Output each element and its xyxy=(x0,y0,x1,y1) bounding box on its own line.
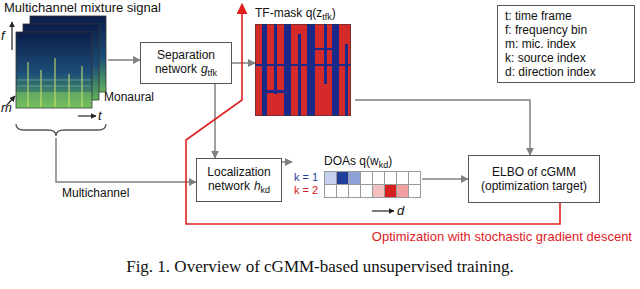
annotation: d xyxy=(397,203,404,218)
text-line: d: direction index xyxy=(505,65,627,79)
figure-caption: Fig. 1. Overview of cGMM-based unsupervi… xyxy=(0,257,640,277)
text-line: DOAs q(wkd) xyxy=(292,154,422,170)
text-line: f: frequency bin xyxy=(505,23,627,37)
process-box: Localization networkhkd xyxy=(196,158,282,202)
node-text: h xyxy=(254,179,261,193)
text-line: Separation networkgtfk xyxy=(146,48,226,78)
node-text: g xyxy=(201,62,208,76)
node-text: (optimization target) xyxy=(481,179,587,193)
flow-arrow xyxy=(282,161,292,163)
axis-arrow xyxy=(78,115,96,116)
annotation: Multichannel mixture signal xyxy=(4,0,161,15)
node-text: TF-mask q(z xyxy=(255,6,322,20)
spectrogram-streaks xyxy=(17,58,92,108)
axis-arrow xyxy=(11,22,12,50)
optimization-label: Optimization with stochastic gradient de… xyxy=(372,229,632,244)
objective-box: ELBO of cGMM(optimization target) xyxy=(468,155,600,203)
spectrogram-stack xyxy=(16,16,106,108)
annotation: f xyxy=(1,28,5,43)
monaural-wire xyxy=(108,59,140,61)
annotation: Monaural xyxy=(104,90,154,104)
node-text: ) xyxy=(388,154,392,168)
annotation: k = 1 xyxy=(294,171,318,184)
node-text: k: source index xyxy=(505,51,586,65)
subscript: kd xyxy=(261,185,271,195)
multichannel-wire xyxy=(56,138,196,182)
text-line: TF-mask q(ztfk) xyxy=(255,6,355,22)
process-box: Separation networkgtfk xyxy=(140,42,232,84)
node-text: DOAs q(w xyxy=(324,154,379,168)
annotation: k = 2 xyxy=(294,184,318,197)
flow-arrow xyxy=(355,100,530,155)
node-text: ELBO of cGMM xyxy=(492,165,576,179)
text-line: (optimization target) xyxy=(474,179,594,193)
annotation: m xyxy=(1,100,12,115)
text-line: k: source index xyxy=(505,51,627,65)
text-line: ELBO of cGMM xyxy=(474,165,594,179)
subscript: tfk xyxy=(322,12,332,22)
flow-arrow xyxy=(214,84,216,158)
mask-figure: TF-mask q(ztfk) xyxy=(255,6,355,116)
flow-arrow xyxy=(422,178,468,180)
subscript: kd xyxy=(379,160,389,170)
text-line: t: time frame xyxy=(505,9,627,23)
annotation: Multichannel xyxy=(62,186,129,200)
node-text: t: time frame xyxy=(505,9,572,23)
node-text: d: direction index xyxy=(505,65,596,79)
axis-arrow xyxy=(372,210,394,211)
text-line: m: mic. index xyxy=(505,37,627,51)
node-text: f: frequency bin xyxy=(505,23,587,37)
subscript: tfk xyxy=(208,68,218,78)
flow-arrow xyxy=(232,62,255,64)
node-text: ) xyxy=(332,6,336,20)
annotation: t xyxy=(98,108,102,123)
node-text: m: mic. index xyxy=(505,37,576,51)
brace xyxy=(16,124,106,136)
notation-box: t: time framef: frequency binm: mic. ind… xyxy=(497,5,635,83)
text-line: Localization networkhkd xyxy=(202,165,276,195)
doa-grid xyxy=(324,171,421,198)
tf-mask-image xyxy=(255,24,351,116)
